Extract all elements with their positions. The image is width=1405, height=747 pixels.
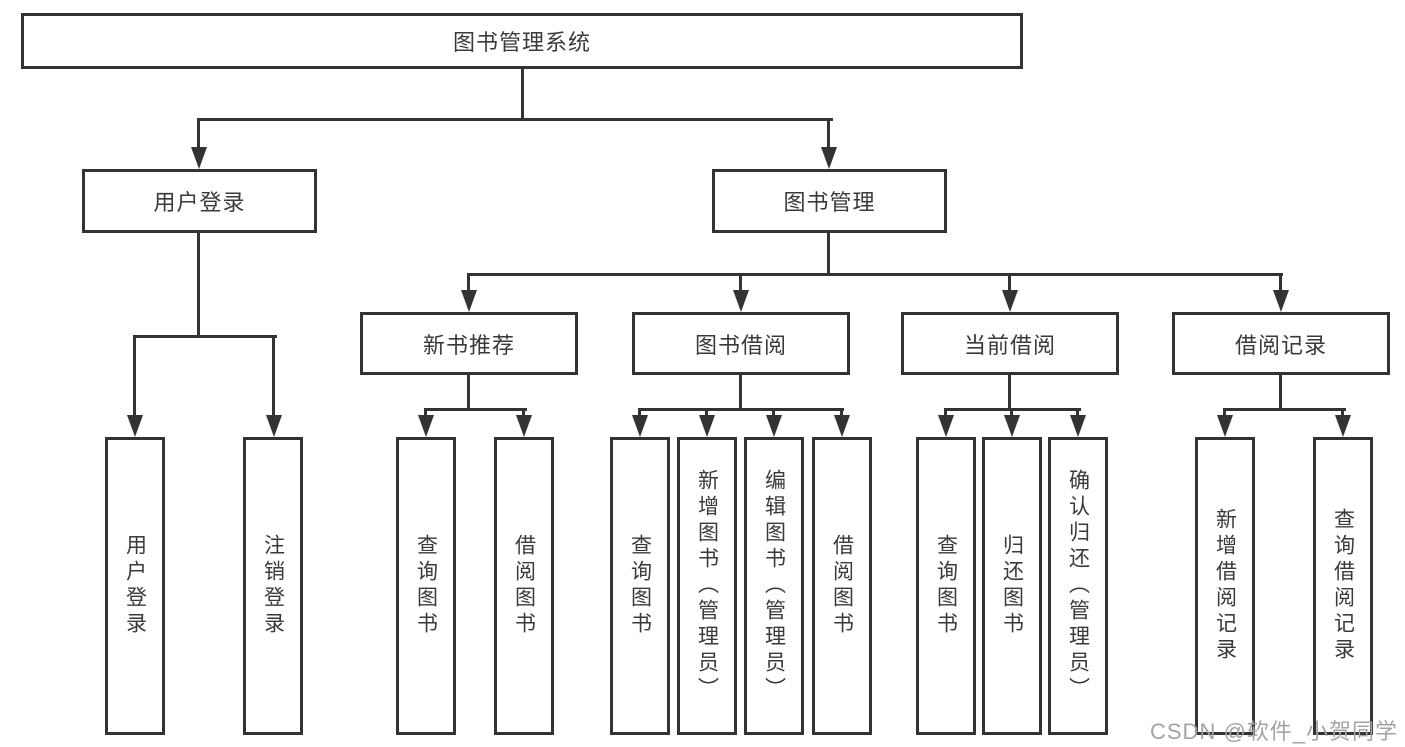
connector-line <box>197 118 200 150</box>
leaf-borrow-books-label: 借阅图书 <box>830 534 854 638</box>
node-book-borrow: 图书借阅 <box>632 312 850 375</box>
node-root: 图书管理系统 <box>21 13 1023 69</box>
connector-line <box>1341 408 1344 420</box>
connector-line <box>1223 408 1346 411</box>
leaf-query-books-recommend: 查询图书 <box>396 437 456 735</box>
arrow-down-icon <box>821 147 837 169</box>
leaf-query-borrow-record: 查询借阅记录 <box>1313 437 1373 735</box>
connector-line <box>1010 408 1013 420</box>
arrow-down-icon <box>1070 415 1086 437</box>
connector-line <box>1008 375 1011 408</box>
connector-line <box>739 375 742 408</box>
arrow-down-icon <box>1335 415 1351 437</box>
leaf-logout-label: 注销登录 <box>261 534 285 638</box>
connector-line <box>521 69 524 118</box>
csdn-watermark: CSDN @软件_小贺同学 <box>1150 719 1399 744</box>
arrow-down-icon <box>1217 415 1233 437</box>
connector-line <box>1279 375 1282 408</box>
node-user-login-label: 用户登录 <box>153 190 246 215</box>
connector-line <box>840 408 843 420</box>
leaf-borrow-books: 借阅图书 <box>812 437 872 735</box>
connector-line <box>133 335 136 417</box>
node-new-book-recommend-label: 新书推荐 <box>422 332 515 358</box>
arrow-down-icon <box>1004 415 1020 437</box>
leaf-user-login: 用户登录 <box>105 437 165 735</box>
connector-line <box>272 335 275 417</box>
node-new-book-recommend: 新书推荐 <box>360 312 578 375</box>
arrow-down-icon <box>1002 290 1018 312</box>
connector-line <box>197 118 833 121</box>
leaf-borrow-books-recommend: 借阅图书 <box>494 437 554 735</box>
connector-line <box>467 273 470 293</box>
leaf-return-books-label: 归还图书 <box>1000 534 1024 638</box>
arrow-down-icon <box>418 415 434 437</box>
leaf-add-books-admin: 新增图书（管理员） <box>677 437 737 735</box>
connector-line <box>638 408 844 411</box>
leaf-query-books-current-label: 查询图书 <box>934 534 958 638</box>
leaf-query-books-borrow-label: 查询图书 <box>628 534 652 638</box>
leaf-add-borrow-record-label: 新增借阅记录 <box>1213 508 1237 664</box>
node-book-management-label: 图书管理 <box>783 190 876 215</box>
connector-line <box>1008 273 1011 293</box>
connector-line <box>638 408 641 420</box>
arrow-down-icon <box>1273 290 1289 312</box>
connector-line <box>827 233 830 273</box>
arrow-down-icon <box>834 415 850 437</box>
leaf-confirm-return-admin-label: 确认归还（管理员） <box>1066 469 1090 703</box>
connector-line <box>197 233 200 335</box>
leaf-borrow-books-recommend-label: 借阅图书 <box>512 534 536 638</box>
node-current-borrow-label: 当前借阅 <box>963 332 1056 358</box>
leaf-add-books-admin-label: 新增图书（管理员） <box>695 469 719 703</box>
connector-line <box>705 408 708 420</box>
connector-line <box>1076 408 1079 420</box>
leaf-query-books-current: 查询图书 <box>916 437 976 735</box>
leaf-user-login-label: 用户登录 <box>123 534 147 638</box>
leaf-logout: 注销登录 <box>243 437 303 735</box>
connector-line <box>1223 408 1226 420</box>
leaf-return-books: 归还图书 <box>982 437 1042 735</box>
node-current-borrow: 当前借阅 <box>901 312 1119 375</box>
arrow-down-icon <box>191 147 207 169</box>
node-root-label: 图书管理系统 <box>452 30 591 55</box>
connector-line <box>739 273 742 293</box>
connector-line <box>424 408 527 411</box>
connector-line <box>827 118 830 150</box>
connector-line <box>424 408 427 420</box>
node-borrow-records-label: 借阅记录 <box>1234 332 1327 358</box>
leaf-edit-books-admin: 编辑图书（管理员） <box>744 437 804 735</box>
leaf-add-borrow-record: 新增借阅记录 <box>1195 437 1255 735</box>
node-book-management: 图书管理 <box>712 169 947 233</box>
connector-line <box>944 408 947 420</box>
arrow-down-icon <box>127 415 143 437</box>
arrow-down-icon <box>938 415 954 437</box>
arrow-down-icon <box>632 415 648 437</box>
arrow-down-icon <box>516 415 532 437</box>
arrow-down-icon <box>766 415 782 437</box>
leaf-confirm-return-admin: 确认归还（管理员） <box>1048 437 1108 735</box>
node-user-login: 用户登录 <box>82 169 317 233</box>
arrow-down-icon <box>699 415 715 437</box>
leaf-query-books-borrow: 查询图书 <box>610 437 670 735</box>
connector-line <box>467 273 1283 276</box>
connector-line <box>1279 273 1282 293</box>
connector-line <box>467 375 470 408</box>
arrow-down-icon <box>461 290 477 312</box>
node-borrow-records: 借阅记录 <box>1172 312 1390 375</box>
leaf-edit-books-admin-label: 编辑图书（管理员） <box>762 469 786 703</box>
node-book-borrow-label: 图书借阅 <box>694 332 787 358</box>
arrow-down-icon <box>266 415 282 437</box>
leaf-query-books-recommend-label: 查询图书 <box>414 534 438 638</box>
connector-line <box>772 408 775 420</box>
leaf-query-borrow-record-label: 查询借阅记录 <box>1331 508 1355 664</box>
connector-line <box>522 408 525 420</box>
connector-line <box>133 335 277 338</box>
arrow-down-icon <box>733 290 749 312</box>
